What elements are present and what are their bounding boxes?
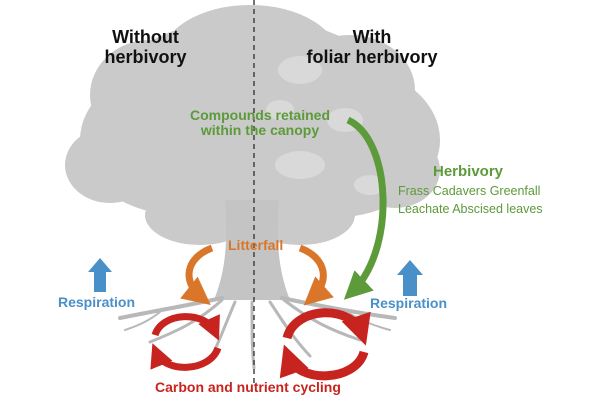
tree-canopy [65, 5, 440, 245]
respiration-arrow-right [397, 260, 423, 296]
cycling-arrow-right-top [282, 308, 371, 346]
heading-with-herbivory: With foliar herbivory [287, 27, 457, 68]
cycling-arrow-left-bottom [150, 343, 222, 371]
heading-left-line1: Without [112, 27, 179, 47]
respiration-label-right: Respiration [370, 295, 448, 311]
herbivory-items-line1: Frass Cadavers Greenfall [398, 184, 541, 198]
respiration-label-left: Respiration [58, 294, 136, 310]
retained-line2: within the canopy [200, 122, 320, 139]
heading-without-herbivory: Without herbivory [88, 27, 203, 68]
litterfall-arrow-right [298, 244, 334, 306]
herbivory-arrow [343, 116, 387, 300]
retained-line1: Compounds retained [189, 107, 330, 123]
heading-right-line2: foliar herbivory [306, 46, 438, 67]
tree-trunk [214, 200, 290, 300]
retained-label: Compounds retained within the canopy [180, 107, 340, 139]
respiration-arrow-left [88, 258, 112, 292]
heading-right-line1: With [352, 27, 392, 47]
litterfall-arrow-left [180, 244, 214, 306]
cycling-label: Carbon and nutrient cycling [155, 379, 341, 395]
litterfall-label: Litterfall [228, 237, 284, 253]
herbivory-title: Herbivory [433, 163, 504, 180]
heading-left-line2: herbivory [104, 46, 187, 67]
herbivory-items-line2: Leachate Abscised leaves [398, 202, 543, 216]
cycling-arrow-left-top [151, 313, 220, 341]
cycling-arrow-right-bottom [279, 344, 369, 381]
